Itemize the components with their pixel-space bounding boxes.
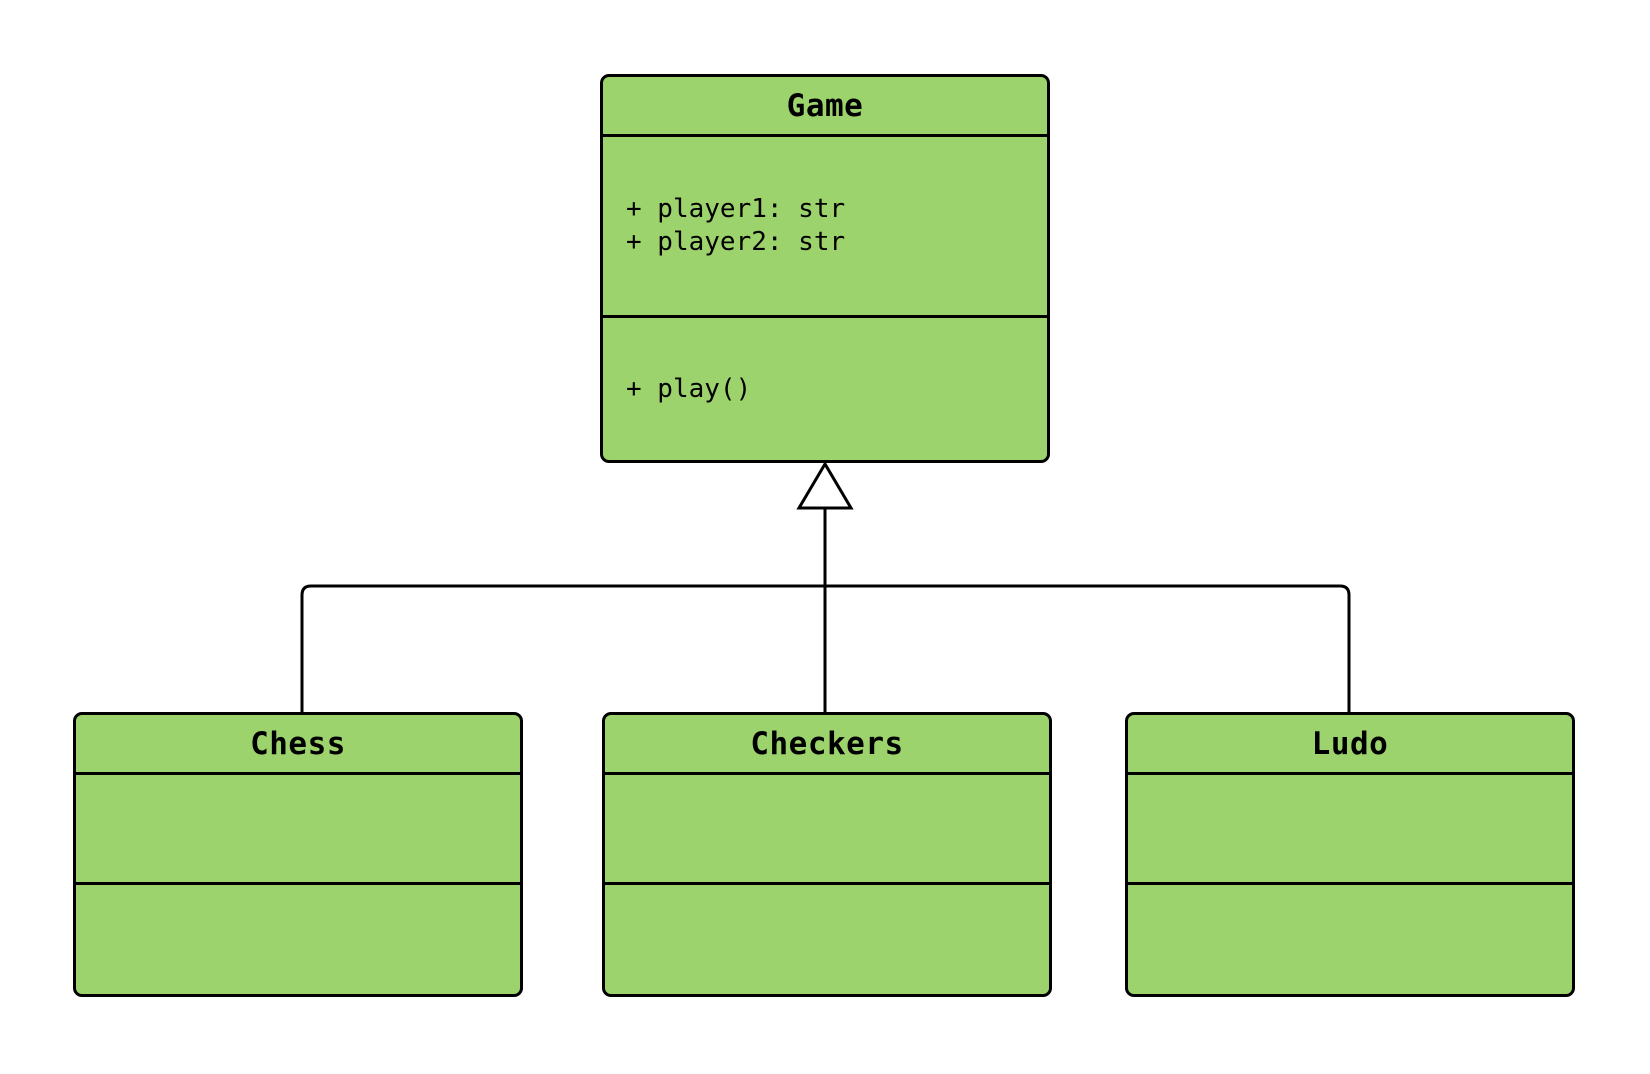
class-methods-empty — [1128, 885, 1572, 994]
class-attributes: + player1: str + player2: str — [603, 137, 1047, 318]
class-node-game: Game + player1: str + player2: str + pla… — [600, 74, 1050, 463]
class-node-chess: Chess — [73, 712, 523, 997]
class-title: Checkers — [605, 715, 1049, 775]
class-methods: + play() — [603, 318, 1047, 460]
class-node-ludo: Ludo — [1125, 712, 1575, 997]
class-attributes-empty — [76, 775, 520, 885]
class-title: Ludo — [1128, 715, 1572, 775]
class-title: Chess — [76, 715, 520, 775]
class-attributes-empty — [1128, 775, 1572, 885]
method-line: + play() — [626, 373, 752, 404]
class-methods-empty — [605, 885, 1049, 994]
class-title: Game — [603, 77, 1047, 137]
class-attributes-empty — [605, 775, 1049, 885]
inheritance-arrowhead-icon — [796, 461, 854, 510]
class-node-checkers: Checkers — [602, 712, 1052, 997]
class-methods-empty — [76, 885, 520, 994]
attribute-line: + player1: str — [626, 194, 846, 224]
attribute-line: + player2: str — [626, 227, 846, 257]
connector-branch-line — [300, 584, 1351, 712]
